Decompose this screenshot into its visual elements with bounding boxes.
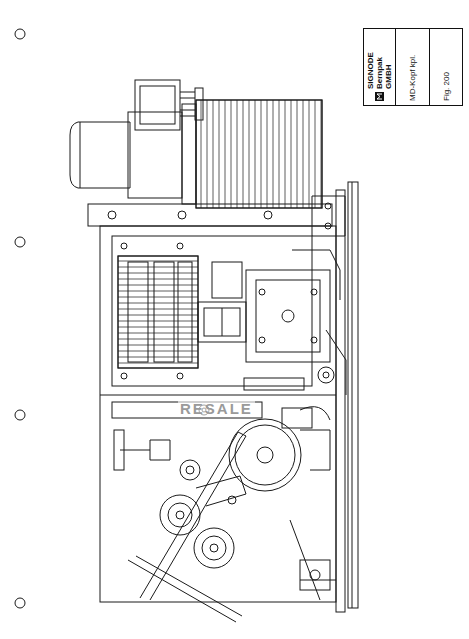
figure-number: Fig. 200 [442,72,451,101]
drawing-title: MD-Kopf kpl. [408,55,417,101]
title-cell: MD-Kopf kpl. [396,29,430,105]
company-name: SIGNODE Bernpak GMBH [366,33,394,89]
watermark: RESALE [178,400,255,417]
company-logo [375,92,384,101]
title-cell: SIGNODE Bernpak GMBH [364,29,396,105]
title-cell: Fig. 200 [430,29,464,105]
rotated-frame: SIGNODE Bernpak GMBH MD-Kopf kpl. Fig. 200 [364,29,462,105]
title-block: SIGNODE Bernpak GMBH MD-Kopf kpl. Fig. 200 [363,28,463,106]
